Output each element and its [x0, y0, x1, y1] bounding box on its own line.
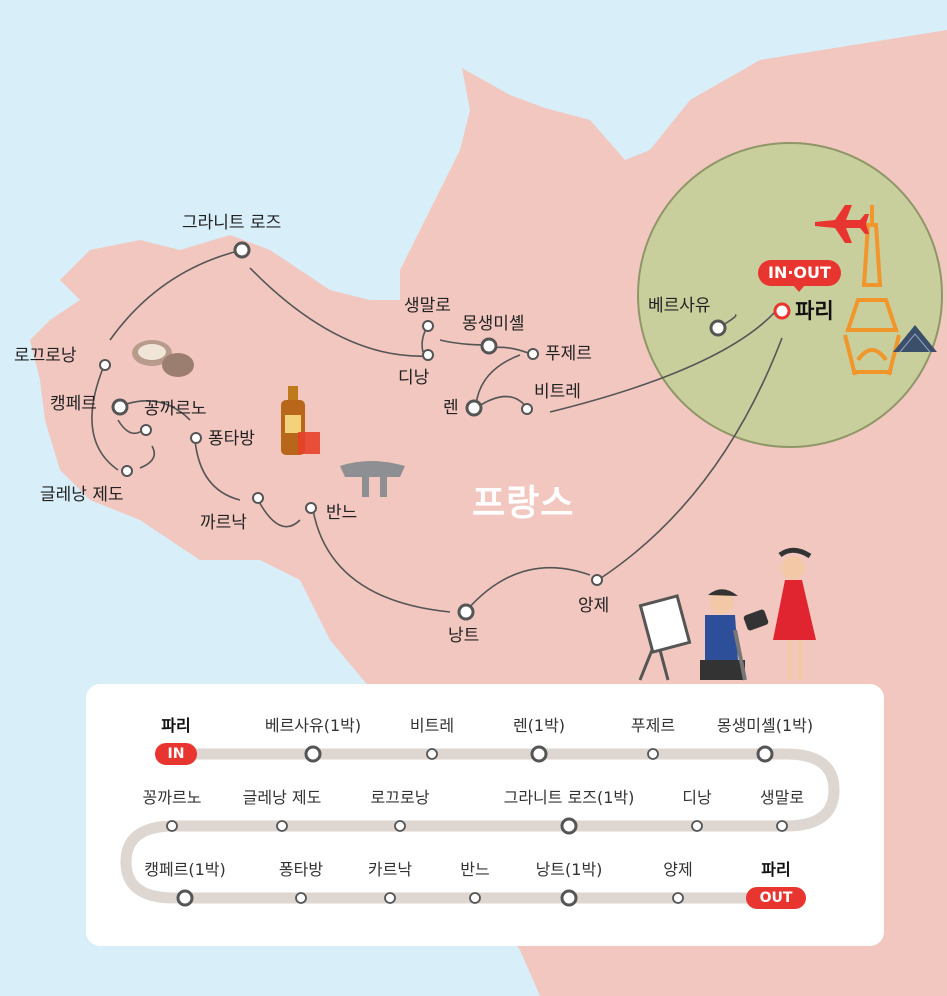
node-angers	[591, 574, 603, 586]
label-vannes: 반느	[326, 503, 358, 523]
route-nodes	[99, 241, 791, 621]
route-summary-card: 파리 IN 베르사유(1박) 비트레 렌(1박) 푸제르 몽생미셸(1박) 꽁까르노 글레낭 제…	[86, 684, 884, 946]
label-versailles: 베르사유	[648, 296, 711, 316]
node-dinan	[422, 349, 434, 361]
route-stop-label: 베르사유(1박)	[264, 716, 362, 735]
route-dot-stop	[166, 820, 178, 832]
node-glenan	[121, 465, 133, 477]
label-locquirec: 로끄로낭	[14, 346, 77, 366]
label-paris: 파리	[795, 299, 834, 323]
route-stop-label: 로끄로낭	[370, 788, 430, 807]
node-locquirec	[99, 359, 111, 371]
route-stop-label: 생말로	[759, 788, 805, 807]
route-stop-label: 글레낭 제도	[242, 788, 322, 807]
node-vitre	[521, 403, 533, 415]
route-track-line	[120, 748, 840, 904]
liqueur-bottle-icon	[281, 386, 320, 455]
label-vitre: 비트레	[534, 382, 581, 402]
route-dot-overnight	[530, 745, 548, 763]
node-paris	[773, 302, 791, 320]
route-stop-label: 캥페르(1박)	[144, 860, 226, 879]
oyster-icon	[132, 340, 194, 377]
route-stop-label: 몽생미셸(1박)	[716, 716, 814, 735]
dolmen-icon	[340, 461, 405, 497]
paris-region-circle	[637, 142, 943, 448]
node-carnac	[252, 492, 264, 504]
label-fougeres: 푸제르	[545, 344, 592, 364]
route-stop-label: 파리	[761, 860, 791, 879]
label-concarneau: 꽁까르노	[144, 399, 207, 419]
route-lines	[91, 249, 783, 613]
node-pontaven	[190, 432, 202, 444]
node-vannes	[305, 502, 317, 514]
route-stop-label: 렌(1박)	[512, 716, 566, 735]
route-badge-out: OUT	[746, 887, 806, 909]
route-stop-label: 푸제르	[630, 716, 676, 735]
country-label: 프랑스	[472, 483, 575, 524]
label-saintmalo: 생말로	[404, 296, 451, 316]
label-pontaven: 퐁타방	[208, 429, 255, 449]
route-dot-stop	[672, 892, 684, 904]
route-dot-stop	[276, 820, 288, 832]
route-track	[120, 745, 840, 907]
node-fougeres	[527, 348, 539, 360]
node-concarneau	[140, 424, 152, 436]
label-glenan: 글레낭 제도	[40, 485, 124, 505]
label-quimper: 캥페르	[50, 394, 97, 414]
route-stop-label: 디낭	[682, 788, 712, 807]
route-stop-label: 퐁타방	[278, 860, 324, 879]
route-dot-stop	[776, 820, 788, 832]
node-granite-rose	[233, 241, 251, 259]
route-dot-stop	[295, 892, 307, 904]
node-quimper	[111, 398, 129, 416]
route-dot-stop	[384, 892, 396, 904]
eiffel-tower-icon	[843, 205, 901, 376]
label-carnac: 까르낙	[200, 513, 247, 533]
woman-figure	[743, 547, 816, 680]
route-stop-label: 카르낙	[367, 860, 413, 879]
route-dot-overnight	[304, 745, 322, 763]
route-stop-label: 그라니트 로즈(1박)	[503, 788, 635, 807]
route-dot-overnight	[560, 889, 578, 907]
label-angers: 앙제	[578, 596, 610, 616]
route-dot-stop	[691, 820, 703, 832]
node-saintmalo	[422, 320, 434, 332]
route-dot-stop	[647, 748, 659, 760]
artist-figure	[638, 589, 747, 681]
label-dinan: 디낭	[398, 368, 430, 388]
label-nantes: 낭트	[448, 626, 480, 646]
route-dot-stop	[394, 820, 406, 832]
node-montsaintmichel	[480, 337, 498, 355]
route-stop-label: 양제	[663, 860, 693, 879]
route-dots	[166, 745, 788, 907]
label-rennes: 렌	[443, 398, 459, 418]
louvre-pyramid-icon	[893, 325, 937, 353]
route-dot-stop	[469, 892, 481, 904]
node-rennes	[465, 399, 483, 417]
route-stop-label: 낭트(1박)	[535, 860, 603, 879]
label-montsaintmichel: 몽생미셸	[462, 314, 525, 334]
route-dot-overnight	[756, 745, 774, 763]
route-dot-stop	[426, 748, 438, 760]
route-stop-label: 반느	[460, 860, 490, 879]
node-versailles	[709, 319, 727, 337]
node-nantes	[457, 603, 475, 621]
inout-badge: IN·OUT	[758, 260, 841, 292]
route-stop-label: 파리	[161, 716, 191, 735]
route-badge-in: IN	[155, 743, 197, 765]
route-stop-label: 꽁까르노	[142, 788, 202, 807]
route-stop-label: 비트레	[409, 716, 455, 735]
route-dot-overnight	[560, 817, 578, 835]
route-dot-overnight	[176, 889, 194, 907]
airplane-icon	[815, 205, 869, 243]
label-granite-rose: 그라니트 로즈	[182, 213, 282, 233]
